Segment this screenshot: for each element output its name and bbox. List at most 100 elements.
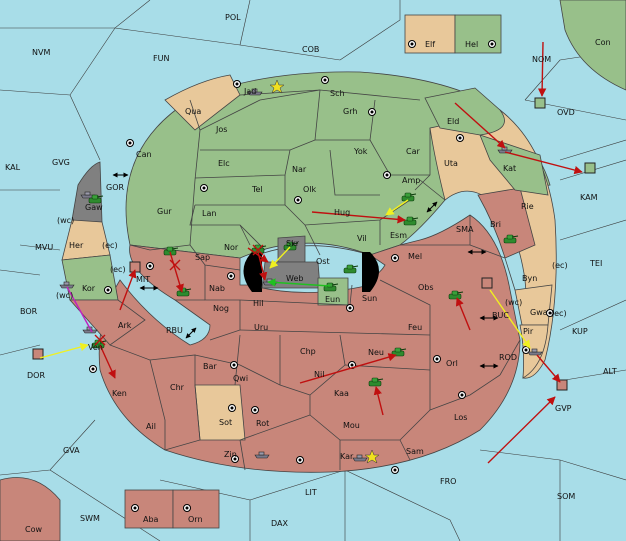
label-gvp: GVP (555, 404, 572, 413)
label-uta: Uta (444, 159, 458, 168)
label-nab: Nab (209, 284, 225, 293)
label-obs: Obs (418, 283, 434, 292)
label-rbu: RBU (166, 326, 183, 335)
label-pir: Pir (523, 327, 534, 336)
label-can: Can (136, 150, 152, 159)
label-sot: Sot (219, 418, 232, 427)
label-eld: Eld (447, 117, 459, 126)
label-zin: Zin (224, 450, 237, 459)
map-labels: POL NVM FUN COB NOM Con Elf Hel OVD KAL … (5, 13, 617, 534)
label-gaw: Gaw (85, 203, 103, 212)
supply-centers (89, 40, 554, 512)
label-web: Web (286, 274, 303, 283)
label-qua: Qua (185, 107, 201, 116)
label-jos: Jos (215, 125, 227, 134)
label-gva: GVA (63, 446, 80, 455)
label-rod: ROD (499, 353, 517, 362)
label-mel: Mel (408, 252, 422, 261)
label-sap: Sap (195, 253, 210, 262)
label-dax: DAX (271, 519, 288, 528)
label-ec2: (ec) (110, 265, 126, 274)
label-sun: Sun (362, 294, 377, 303)
label-hel: Hel (465, 40, 478, 49)
label-esm: Esm (390, 231, 407, 240)
label-som: SOM (557, 492, 575, 501)
label-kam: KAM (580, 193, 598, 202)
label-ven: Ven (88, 343, 103, 352)
province-borders (109, 89, 521, 471)
label-orn: Orn (188, 515, 203, 524)
label-kat: Kat (503, 164, 516, 173)
region-kat[interactable] (479, 134, 549, 196)
label-nvm: NVM (32, 48, 50, 57)
label-vil: Vil (357, 234, 367, 243)
label-gwa: Gwa (530, 308, 548, 317)
region-bri[interactable] (477, 187, 536, 259)
label-nil: Nil (314, 370, 324, 379)
label-dor: DOR (27, 371, 45, 380)
label-wc2: (wc) (56, 291, 73, 300)
label-sma: SMA (456, 225, 474, 234)
region-cow[interactable] (0, 477, 61, 541)
passage-arrows (112, 172, 499, 369)
label-grh: Grh (343, 107, 357, 116)
label-kaa: Kaa (334, 389, 349, 398)
label-ovd: OVD (557, 108, 575, 117)
label-gur: Gur (157, 207, 172, 216)
star-icon (364, 449, 380, 464)
label-orl: Orl (446, 359, 458, 368)
label-fro: FRO (440, 477, 456, 486)
label-car: Car (406, 147, 420, 156)
label-ec3: (ec) (551, 309, 567, 318)
black-zone-west (243, 252, 262, 292)
label-rot: Rot (256, 419, 269, 428)
label-cob: COB (302, 45, 319, 54)
region-sot[interactable] (194, 384, 246, 441)
label-lit: LIT (305, 488, 317, 497)
label-amp: Amp (402, 176, 420, 185)
label-wc3: (wc) (505, 298, 522, 307)
label-nar: Nar (292, 165, 307, 174)
star-markers (269, 79, 380, 464)
label-skr: Skr (286, 239, 300, 248)
label-hil: Hil (253, 299, 263, 308)
label-gvg: GVG (52, 158, 70, 167)
label-nor: Nor (224, 243, 239, 252)
label-elf: Elf (425, 40, 435, 49)
label-bar: Bar (203, 362, 217, 371)
label-tei: TEI (589, 259, 602, 268)
region-orn[interactable] (172, 489, 220, 529)
region-qua[interactable] (164, 74, 241, 131)
label-mvu: MVU (35, 243, 53, 252)
label-byn: Byn (522, 274, 537, 283)
label-fun: FUN (153, 54, 169, 63)
label-pol: POL (225, 13, 241, 22)
label-wc1: (wc) (57, 216, 74, 225)
label-rie: Rie (521, 202, 534, 211)
label-bri: Bri (490, 220, 501, 229)
label-elc: Elc (218, 159, 230, 168)
label-kup: KUP (572, 327, 588, 336)
label-ost: Ost (316, 257, 330, 266)
label-ail: Ail (146, 422, 156, 431)
label-cow: Cow (25, 525, 42, 534)
label-her: Her (69, 241, 84, 250)
label-alt: ALT (603, 367, 617, 376)
label-bor: BOR (20, 307, 38, 316)
label-ec1: (ec) (102, 241, 118, 250)
label-mit: MIT (136, 275, 150, 284)
label-gor: GOR (106, 183, 124, 192)
label-uru: Uru (254, 323, 268, 332)
label-kar: Kar (340, 452, 354, 461)
label-nog: Nog (213, 304, 229, 313)
label-kal: KAL (5, 163, 21, 172)
label-sch: Sch (330, 89, 345, 98)
label-mou: Mou (343, 421, 360, 430)
label-nom: NOM (532, 55, 551, 64)
label-lan: Lan (202, 209, 216, 218)
label-tel: Tel (251, 185, 263, 194)
label-eun: Eun (325, 295, 340, 304)
label-swm: SWM (80, 514, 100, 523)
